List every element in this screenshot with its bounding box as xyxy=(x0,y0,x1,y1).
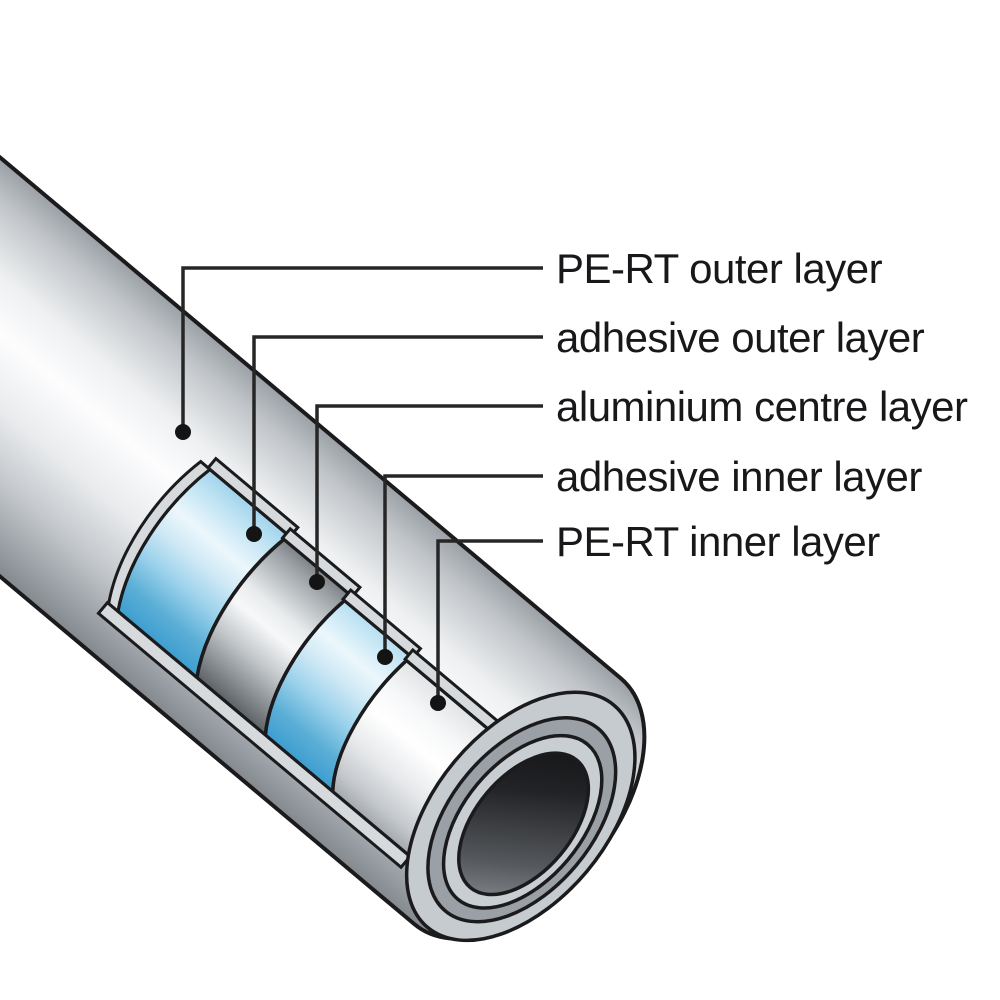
leader-line-pert-outer xyxy=(181,266,543,432)
label-pert-outer-layer: PE-RT outer layer xyxy=(556,245,883,292)
leader-line-pert-inner xyxy=(436,539,543,703)
leader-line-aluminium-centre xyxy=(315,404,543,582)
cut-rim-bottom-strip xyxy=(96,600,413,870)
leader-lines xyxy=(175,266,543,711)
label-pert-inner-layer: PE-RT inner layer xyxy=(556,518,880,565)
pipe-shadow xyxy=(0,385,400,927)
layer-dot-adhesive-outer xyxy=(246,526,262,542)
leader-line-adhesive-outer xyxy=(252,335,543,534)
layer-dot-pert-inner xyxy=(430,695,446,711)
label-adhesive-inner-layer: adhesive inner layer xyxy=(556,453,922,500)
layer-labels: PE-RT outer layer adhesive outer layer a… xyxy=(556,245,969,565)
leader-line-adhesive-inner xyxy=(383,474,543,657)
pipe-bore xyxy=(457,751,591,897)
label-adhesive-outer-layer: adhesive outer layer xyxy=(556,314,925,361)
label-aluminium-centre-layer: aluminium centre layer xyxy=(556,383,968,430)
layer-dot-aluminium-centre xyxy=(309,574,325,590)
layer-dot-adhesive-inner xyxy=(377,649,393,665)
layer-dot-pert-outer xyxy=(175,424,191,440)
